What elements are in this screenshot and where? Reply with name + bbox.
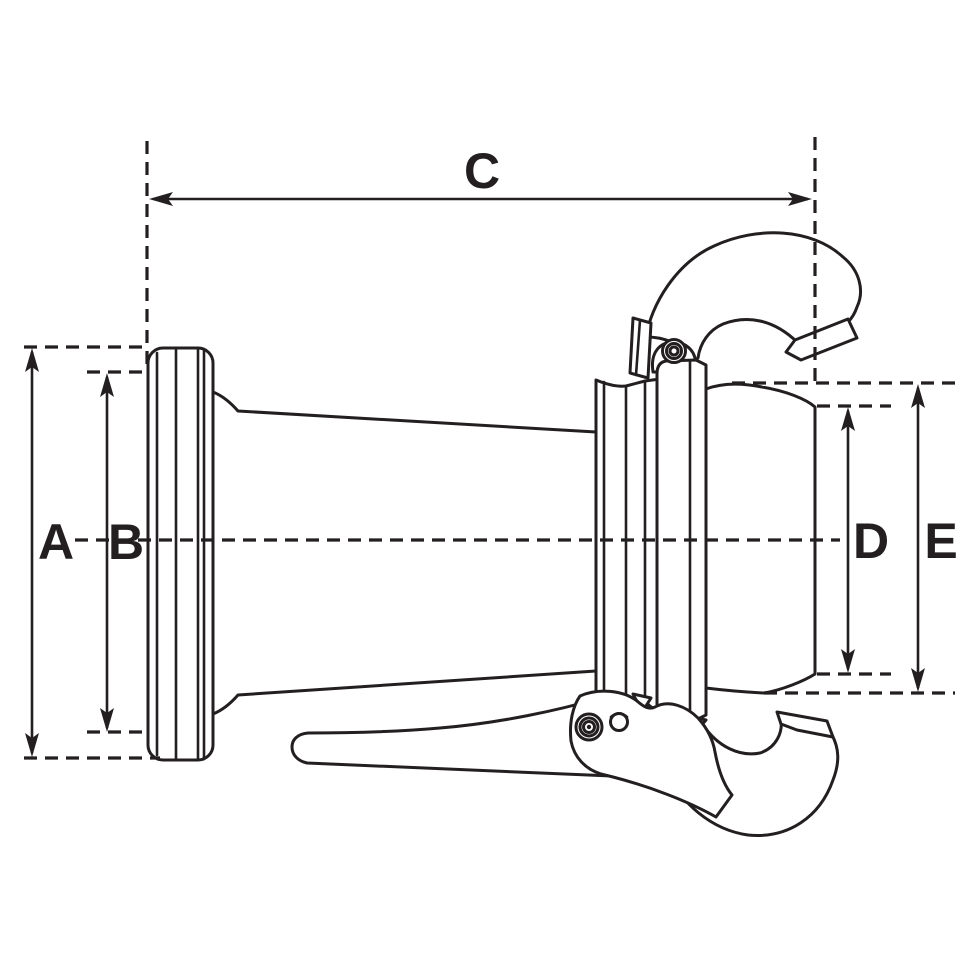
coupling-part	[146, 231, 862, 837]
coupling-cone-body	[211, 390, 598, 716]
dimension-label-c: C	[464, 143, 500, 199]
bottom-hook-tip-flap	[775, 710, 835, 739]
dimension-e	[732, 381, 957, 695]
arrow-c-left	[149, 192, 173, 206]
arrow-b-top	[100, 373, 114, 397]
top-pivot-bolt	[661, 338, 687, 364]
arrow-e-bottom	[911, 668, 925, 692]
dimension-b	[87, 370, 146, 734]
arrow-a-top	[25, 348, 39, 372]
coupling-flange	[146, 346, 215, 762]
dimension-c	[145, 137, 817, 383]
arrow-d-top	[841, 407, 855, 431]
dimension-label-a: A	[38, 514, 74, 570]
dimension-label-b: B	[108, 514, 144, 570]
top-hook-tip-flap	[784, 317, 859, 362]
top-latch-hook	[628, 231, 862, 380]
dimension-a	[24, 345, 160, 760]
dimension-d	[817, 404, 891, 676]
top-hook-bracket	[628, 316, 653, 380]
dimension-label-e: E	[924, 513, 957, 569]
arrow-e-top	[911, 384, 925, 408]
coupling-rim-bands	[594, 377, 662, 716]
plate-rivet	[609, 712, 629, 732]
dimension-annotations: A B C D E	[24, 137, 958, 760]
arrow-a-bottom	[25, 733, 39, 757]
bottom-pivot-bolt	[574, 712, 604, 742]
arrow-b-bottom	[100, 708, 114, 732]
arrow-c-right	[788, 192, 812, 206]
clamp-collar	[655, 358, 708, 730]
arrow-d-bottom	[841, 649, 855, 673]
dimension-label-d: D	[853, 513, 889, 569]
coupling-dome-body	[704, 382, 817, 695]
